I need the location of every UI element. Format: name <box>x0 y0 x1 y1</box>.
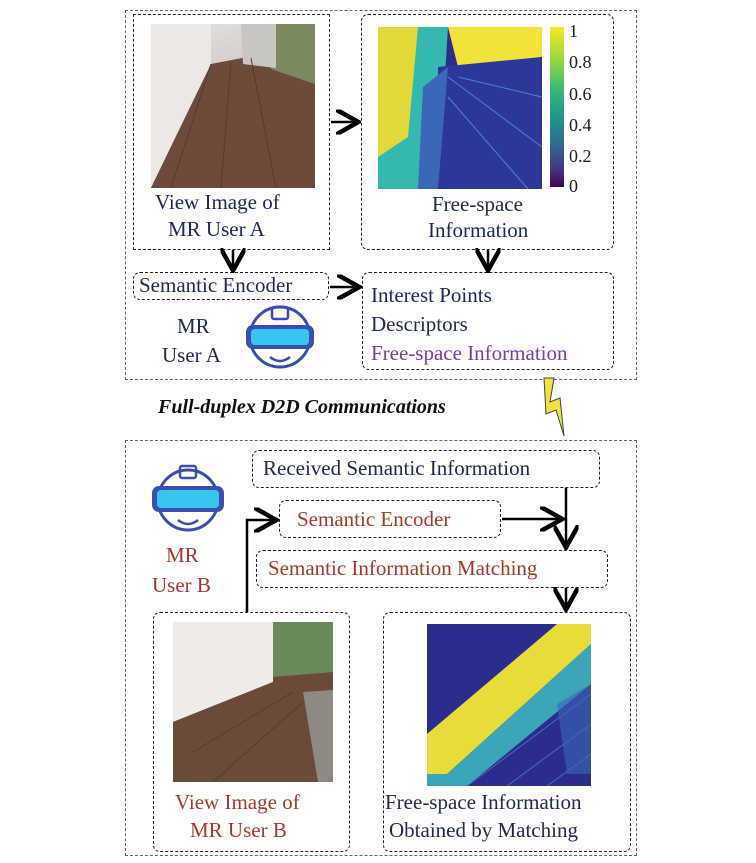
view-image-a <box>151 24 315 188</box>
semantic-encoder-b-box <box>279 500 501 538</box>
semantic-encoder-b-label: Semantic Encoder <box>297 507 451 531</box>
matching-label: Semantic Information Matching <box>268 556 538 580</box>
user-b-label-line2: User B <box>152 573 211 597</box>
colorbar-tick-0.2: 0.2 <box>569 146 592 166</box>
view-image-b-caption-line2: MR User B <box>190 818 287 842</box>
semantic-encoder-a-label: Semantic Encoder <box>139 273 293 297</box>
view-image-b-caption-line1: View Image of <box>175 790 300 814</box>
received-info-box <box>252 450 600 488</box>
colorbar-tick-0.6: 0.6 <box>569 84 592 104</box>
view-image-b-box <box>153 612 350 852</box>
corridor-b-illustration <box>173 622 333 782</box>
user-b-panel <box>125 440 637 856</box>
free-space-heatmap-a <box>378 27 542 189</box>
vr-headset-a-icon <box>246 305 314 369</box>
user-a-label-line2: User A <box>162 343 221 367</box>
received-info-label: Received Semantic Information <box>263 456 531 480</box>
free-space-info-label: Free-space Information <box>371 341 568 365</box>
colorbar-tick-1: 1 <box>569 21 578 41</box>
colorbar-tick-0: 0 <box>569 176 578 196</box>
user-a-panel <box>125 10 637 380</box>
vr-headset-b-icon <box>152 464 224 532</box>
interest-points-label: Interest Points <box>371 283 492 307</box>
view-image-a-caption-line1: View Image of <box>155 190 280 214</box>
colorbar-tick-0.8: 0.8 <box>569 52 592 72</box>
matched-free-space-box <box>383 612 631 852</box>
colorbar-tick-0.4: 0.4 <box>569 115 592 135</box>
d2d-link-label: Full-duplex D2D Communications <box>158 396 446 418</box>
matched-caption-line2: Obtained by Matching <box>389 818 578 842</box>
descriptors-label: Descriptors <box>371 312 468 336</box>
free-space-a-caption-line2: Information <box>428 218 529 242</box>
colorbar-a <box>550 27 564 187</box>
matched-caption-line1: Free-space Information <box>385 790 582 814</box>
lightning-icon <box>543 377 565 437</box>
view-image-b <box>173 622 333 782</box>
corridor-a-illustration <box>151 24 315 188</box>
free-space-a-caption-line1: Free-space <box>432 192 523 216</box>
user-a-label-line1: MR <box>177 314 210 338</box>
view-image-a-caption-line2: MR User A <box>168 217 265 241</box>
user-b-label-line1: MR <box>166 543 199 567</box>
matched-heatmap <box>427 624 591 786</box>
